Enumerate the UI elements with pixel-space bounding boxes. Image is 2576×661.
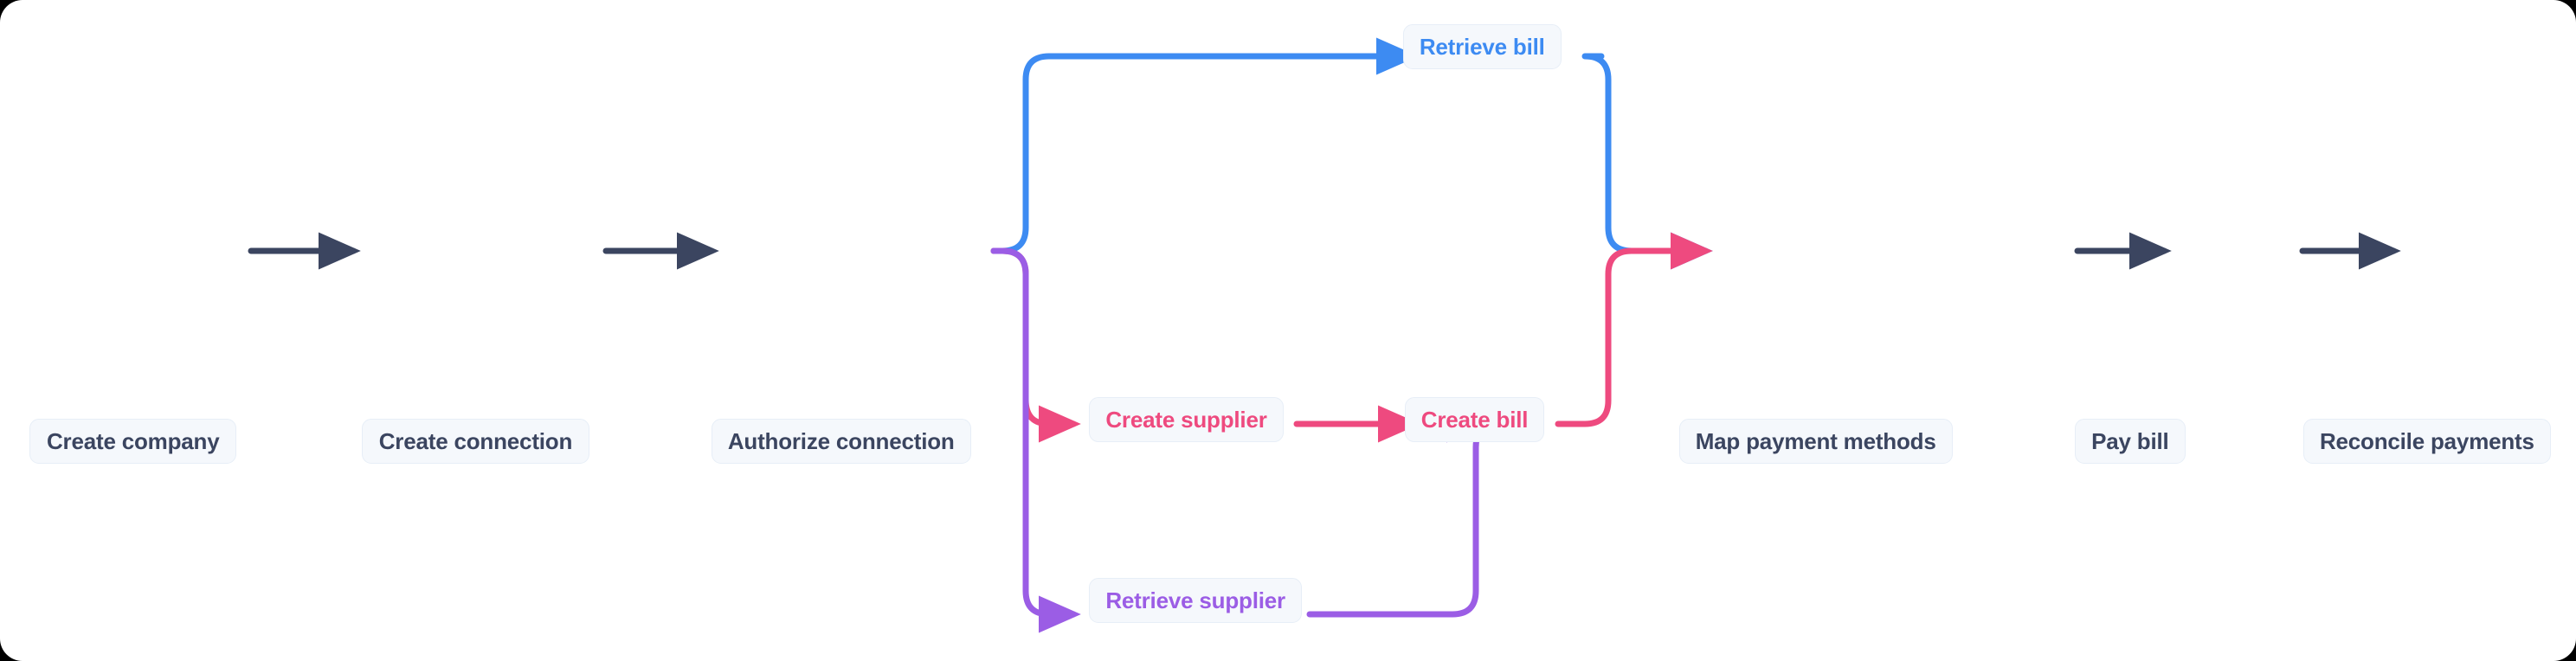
- edge-retrieve-supplier-to-create-bill: [1306, 405, 1503, 618]
- node-label-create-supplier: Create supplier: [1105, 407, 1267, 433]
- node-reconcile-payments[interactable]: Reconcile payments: [2302, 418, 2551, 464]
- node-create-supplier[interactable]: Create supplier: [1089, 397, 1284, 443]
- node-authorize-connection[interactable]: Authorize connection: [711, 418, 971, 464]
- node-label-create-company: Create company: [46, 427, 220, 454]
- node-label-retrieve-bill: Retrieve bill: [1419, 34, 1545, 61]
- node-label-create-connection: Create connection: [378, 427, 573, 454]
- node-create-company[interactable]: Create company: [29, 418, 237, 464]
- edge-authorize-connection-to-retrieve-supplier: [990, 247, 1081, 633]
- node-label-authorize-connection: Authorize connection: [727, 427, 955, 454]
- node-label-create-bill: Create bill: [1420, 407, 1529, 433]
- node-label-map-payment-methods: Map payment methods: [1695, 427, 1936, 454]
- node-label-reconcile-payments: Reconcile payments: [2319, 427, 2534, 454]
- node-pay-bill[interactable]: Pay bill: [2075, 418, 2186, 464]
- node-map-payment-methods[interactable]: Map payment methods: [1678, 418, 1953, 464]
- node-label-retrieve-supplier: Retrieve supplier: [1105, 587, 1285, 614]
- node-retrieve-bill[interactable]: Retrieve bill: [1402, 24, 1562, 70]
- node-create-bill[interactable]: Create bill: [1404, 397, 1545, 443]
- node-retrieve-supplier[interactable]: Retrieve supplier: [1089, 578, 1302, 624]
- edge-authorize-connection-to-retrieve-bill: [990, 37, 1419, 254]
- edge-authorize-connection-to-create-supplier: [990, 247, 1081, 443]
- edge-retrieve-bill-to-map-payment-methods: [1581, 53, 1713, 270]
- edge-create-bill-to-map-payment-methods: [1555, 232, 1713, 427]
- node-label-pay-bill: Pay bill: [2091, 427, 2169, 454]
- node-create-connection[interactable]: Create connection: [361, 418, 590, 464]
